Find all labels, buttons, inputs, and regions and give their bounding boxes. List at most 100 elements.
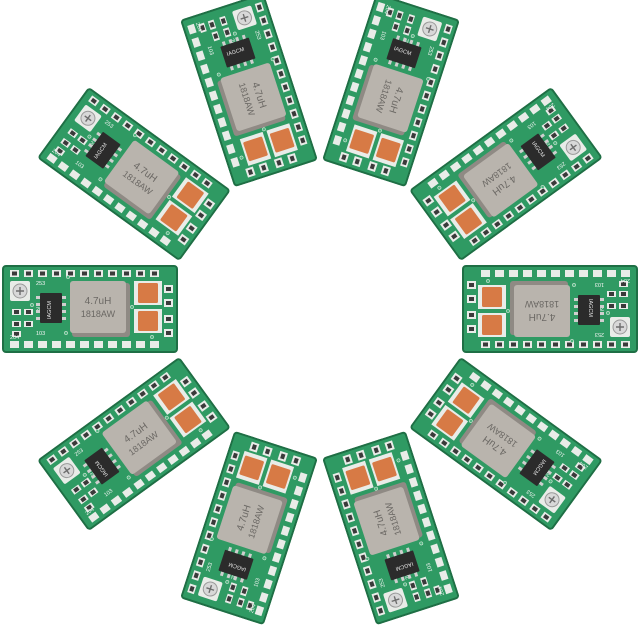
component-code: 103 <box>595 281 604 287</box>
component-code: 253 <box>74 448 85 458</box>
solder-pad <box>150 341 159 348</box>
smd-body <box>180 236 187 243</box>
solder-pad <box>133 478 145 490</box>
component-code: 103 <box>378 30 387 41</box>
ic-pin <box>574 305 578 308</box>
smd-resistor <box>581 342 586 347</box>
ic-pin <box>96 131 102 137</box>
smd-body <box>469 327 474 331</box>
screw-slot-icon <box>616 323 624 331</box>
solder-pad <box>400 450 410 461</box>
via <box>343 138 348 143</box>
ic-pin <box>547 470 553 476</box>
solder-pad <box>213 103 223 115</box>
solder-pad <box>204 77 214 89</box>
smd-resistor <box>516 204 524 211</box>
smd-resistor <box>584 155 592 162</box>
solder-pad <box>427 177 439 189</box>
ceramic-capacitor <box>174 406 202 434</box>
smd-body <box>408 16 414 23</box>
smd-resistor <box>364 567 371 574</box>
via <box>403 582 408 587</box>
smd-resistor <box>150 382 158 389</box>
smd-body <box>241 587 247 594</box>
smd-resistor <box>162 374 169 381</box>
solder-pad <box>540 95 552 107</box>
ceramic-capacitor <box>160 204 188 231</box>
ic-pin <box>36 317 40 320</box>
ic-pin <box>401 64 406 70</box>
ic-pin <box>62 317 66 320</box>
via <box>164 415 169 420</box>
smd-resistor <box>128 399 135 406</box>
via <box>82 473 87 477</box>
ic-pin <box>544 138 550 144</box>
smd-resistor <box>139 390 146 398</box>
via <box>373 58 378 62</box>
via <box>258 485 262 490</box>
component-code: 253 <box>595 331 604 337</box>
screw-slot-icon <box>206 584 215 593</box>
solder-pad <box>404 463 414 475</box>
smd-resistor <box>497 342 502 347</box>
via <box>572 283 576 287</box>
ic-pin <box>388 60 393 65</box>
screw-slot-icon <box>569 143 577 151</box>
solder-pad <box>483 136 496 148</box>
solder-pad <box>144 470 157 482</box>
smd-body <box>190 390 198 397</box>
smd-body <box>404 27 410 34</box>
power-inductor <box>216 485 283 554</box>
ic-pin <box>234 548 239 554</box>
smd-body <box>69 129 76 137</box>
ic-pin <box>409 39 414 45</box>
via <box>506 309 510 313</box>
power-inductor <box>464 143 538 217</box>
smd-body <box>341 154 347 161</box>
ic-pin <box>407 574 412 579</box>
smd-resistor <box>124 122 131 129</box>
smd-resistor <box>295 124 301 131</box>
solder-pad <box>102 193 115 205</box>
smd-resistor <box>60 448 67 455</box>
component-code: 103 <box>526 119 537 129</box>
smd-resistor <box>436 53 443 60</box>
smd-resistor <box>351 527 358 534</box>
ceramic-capacitor <box>372 456 397 482</box>
solder-pad <box>57 160 69 172</box>
via <box>198 428 203 433</box>
via <box>261 127 266 132</box>
via <box>167 194 171 199</box>
smd-body <box>80 496 87 503</box>
solder-pad <box>46 152 58 164</box>
solder-pad <box>217 117 227 128</box>
smd-body <box>609 304 614 308</box>
ceramic-capacitor <box>376 138 401 163</box>
via <box>548 479 553 484</box>
via <box>292 475 297 480</box>
via <box>30 303 34 307</box>
smd-resistor <box>505 212 512 219</box>
component-code: 253 <box>555 160 566 170</box>
smd-body <box>82 479 90 486</box>
ic-pin <box>94 480 100 485</box>
via <box>470 383 475 387</box>
solder-pad <box>417 503 427 515</box>
smd-resistor <box>40 271 45 276</box>
smd-body <box>197 211 205 219</box>
component-code: 204 <box>579 460 590 470</box>
ic-pin <box>542 476 548 481</box>
smd-resistor <box>110 271 115 276</box>
smd-body <box>469 313 474 317</box>
ic-pin <box>531 165 537 171</box>
smd-resistor <box>94 423 101 431</box>
smd-resistor <box>181 163 188 170</box>
smd-body <box>247 602 253 609</box>
smd-resistor <box>135 130 143 137</box>
smd-resistor <box>261 17 267 24</box>
solder-pad <box>195 50 206 62</box>
ic-marking: IAGCM <box>228 560 247 571</box>
